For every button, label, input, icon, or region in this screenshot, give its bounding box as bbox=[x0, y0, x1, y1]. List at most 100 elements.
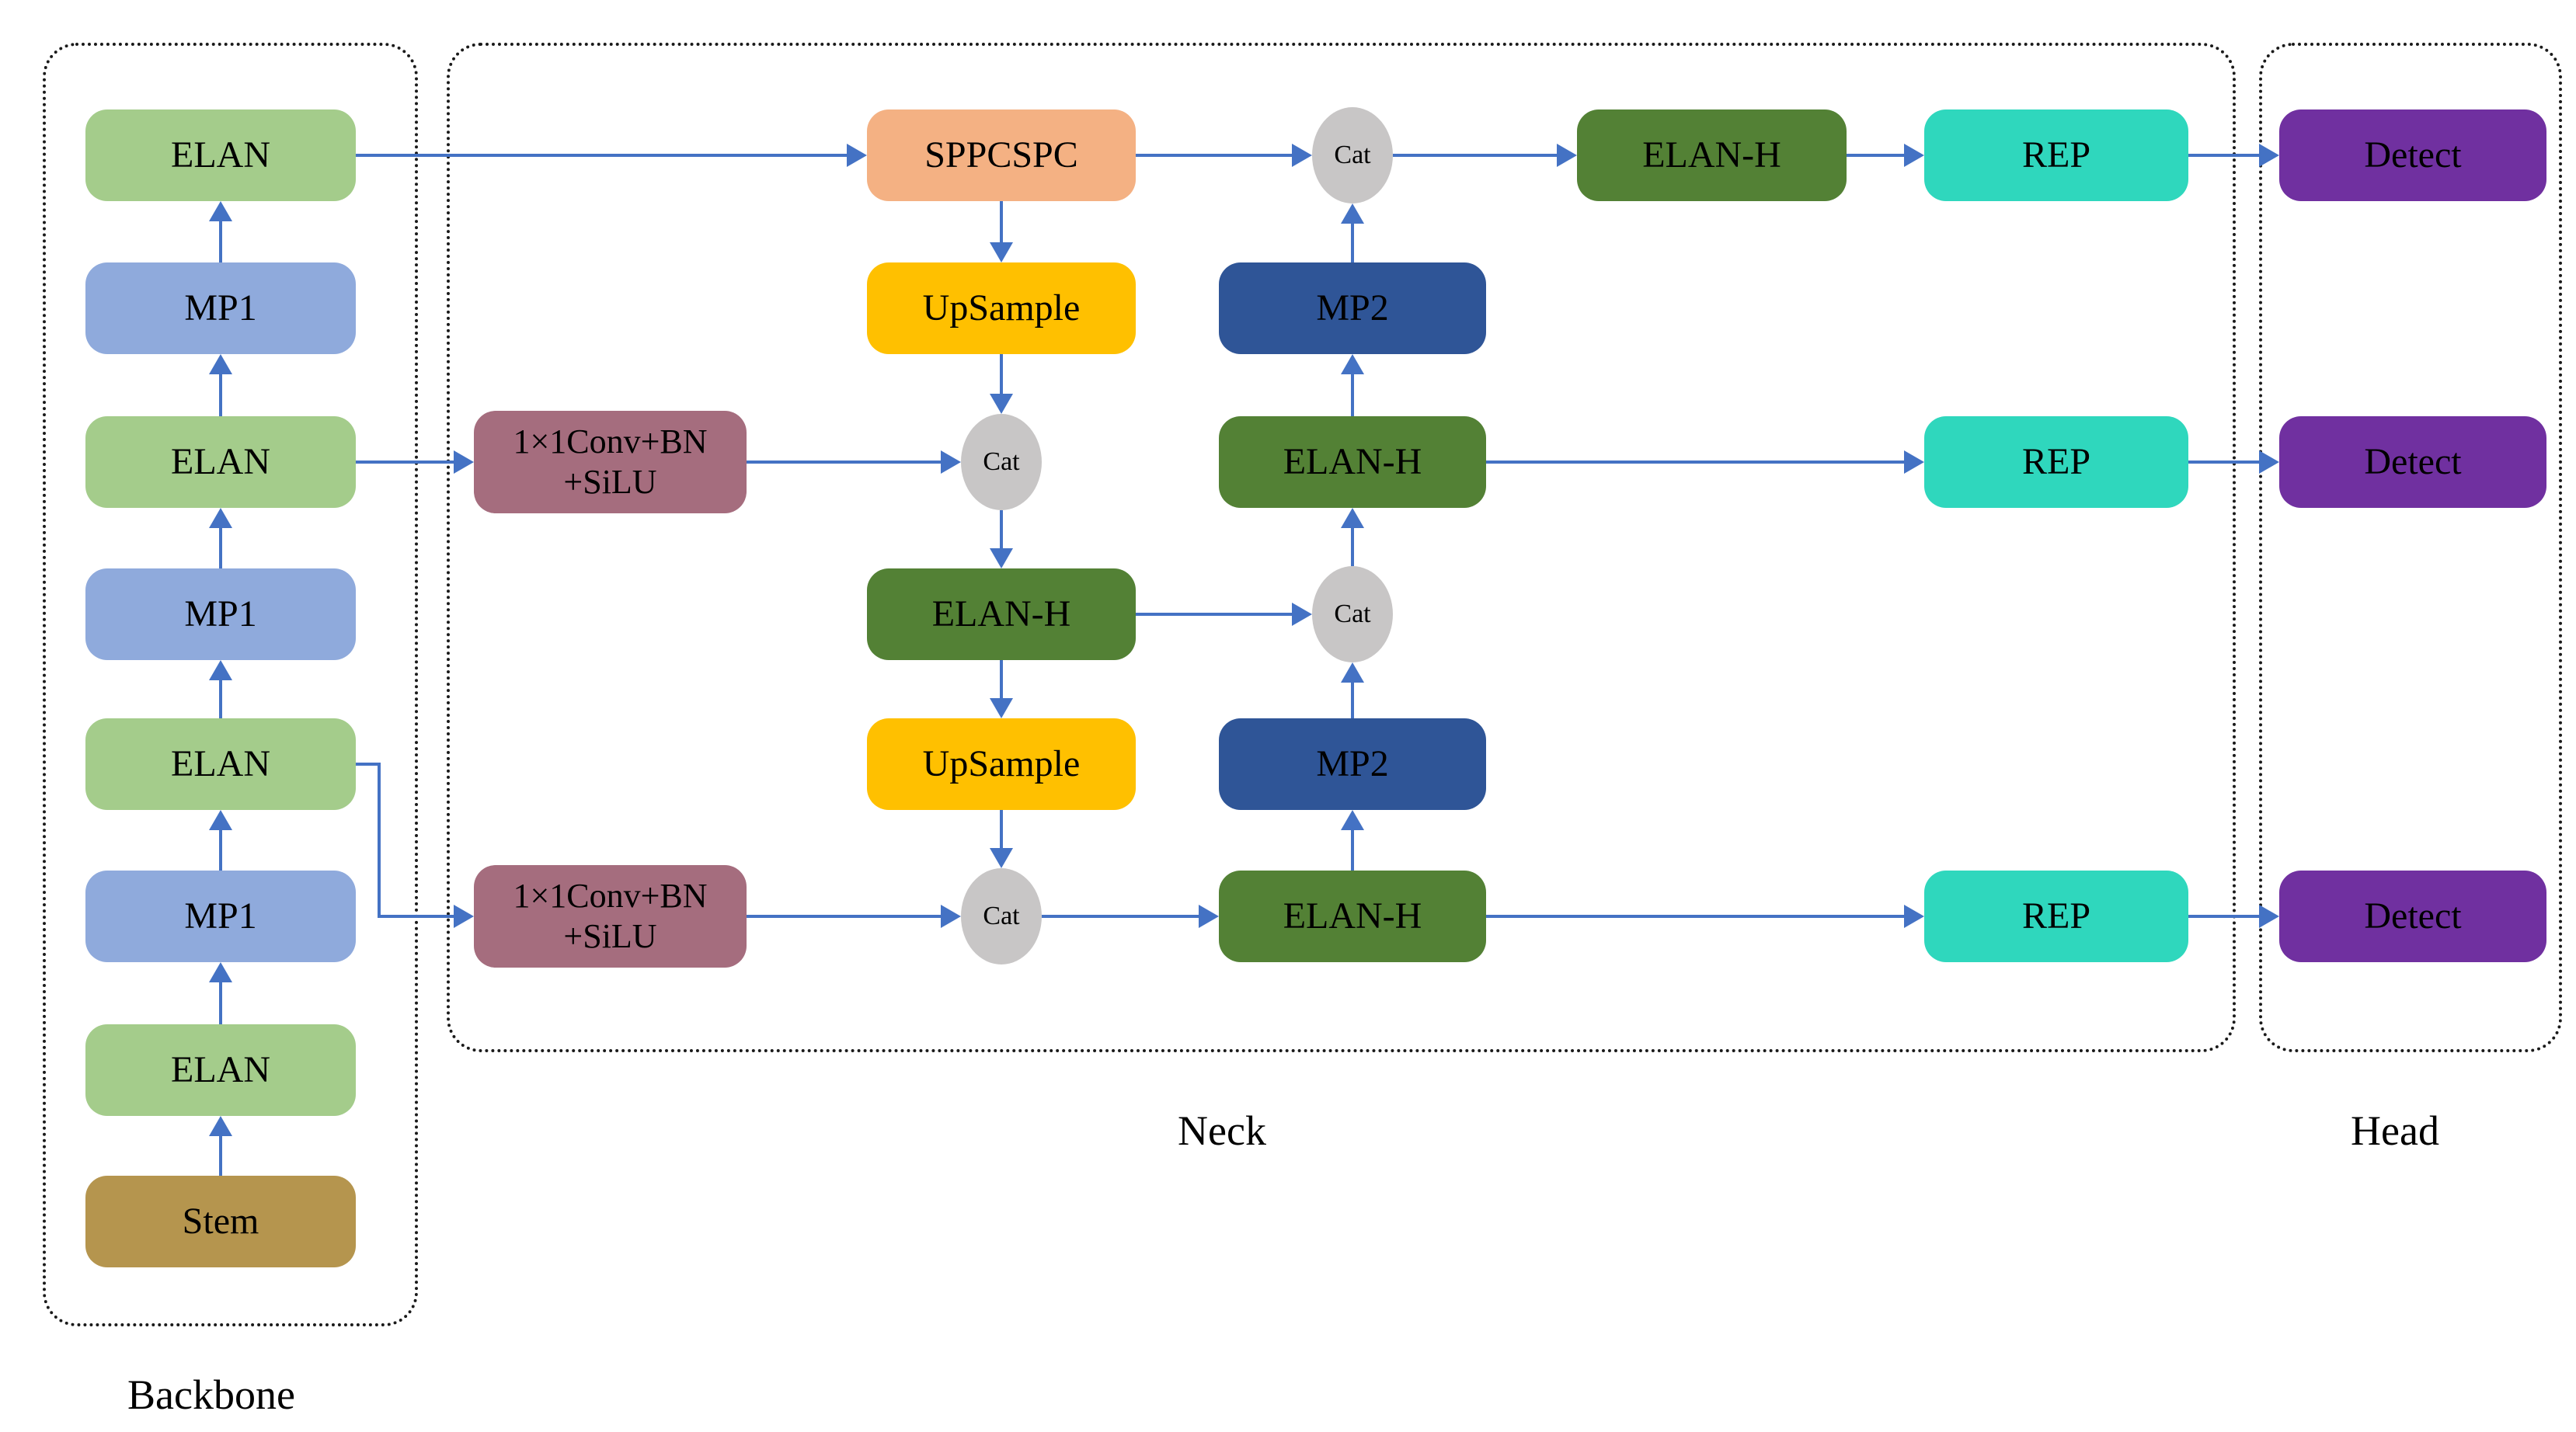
arrow-elanhrow2-mp2top-line bbox=[1351, 374, 1354, 416]
arrow-sppcspc-upsample1-head bbox=[990, 242, 1013, 262]
node-upsample-1: UpSample bbox=[867, 262, 1136, 354]
arrow-elanhrow2-mp2top-head bbox=[1341, 354, 1364, 374]
head-section-label: Head bbox=[2351, 1107, 2439, 1154]
arrow-elan3-conv2-seg1 bbox=[356, 763, 381, 766]
head-section-frame bbox=[2259, 43, 2562, 1052]
arrow-elanhtop-rep1-head bbox=[1904, 144, 1924, 167]
arrow-elanhrow2-rep2-line bbox=[1486, 461, 1904, 464]
neck-section-label: Neck bbox=[1178, 1107, 1266, 1154]
arrow-elan3-conv2-seg3 bbox=[378, 915, 454, 918]
arrow-elanhtop-rep1-line bbox=[1847, 154, 1904, 157]
node-sppcspc: SPPCSPC bbox=[867, 109, 1136, 201]
node-rep-3: REP bbox=[1924, 871, 2188, 962]
arrow-elan1-sppcspc-head bbox=[847, 144, 867, 167]
arrow-mp1c-elan3-line bbox=[219, 830, 222, 871]
arrow-rep1-detect1-head bbox=[2259, 144, 2279, 167]
arrow-stem-elan4-line bbox=[219, 1136, 222, 1176]
arrow-rep3-detect3-head bbox=[2259, 905, 2279, 928]
node-elanh-bottom: ELAN-H bbox=[1219, 871, 1486, 962]
node-mp1-c: MP1 bbox=[85, 871, 356, 962]
arrow-elan4-mp1c-head bbox=[209, 962, 232, 982]
arrow-mp2top-cattop-line bbox=[1351, 224, 1354, 262]
arrow-elan3-mp1b-head bbox=[209, 660, 232, 680]
arrow-rep2-detect2-line bbox=[2188, 461, 2259, 464]
arrow-elanhrow2-rep2-head bbox=[1904, 450, 1924, 474]
arrow-catbottom-elanhbottom-head bbox=[1199, 905, 1219, 928]
arrow-cattop-elanhtop-line bbox=[1393, 154, 1557, 157]
arrow-cattop-elanhtop-head bbox=[1557, 144, 1577, 167]
arrow-elan2-conv1-head bbox=[454, 450, 474, 474]
neck-section-frame bbox=[447, 43, 2236, 1052]
backbone-section-label: Backbone bbox=[127, 1371, 295, 1418]
backbone-section-frame bbox=[43, 43, 418, 1326]
arrow-upsample2-catbottom-head bbox=[990, 848, 1013, 868]
arrow-conv2-catbottom-head bbox=[941, 905, 961, 928]
node-mp2-bottom: MP2 bbox=[1219, 718, 1486, 810]
arrow-elan2-mp1a-line bbox=[219, 374, 222, 416]
arrow-elanhmid-catright-line bbox=[1136, 613, 1293, 616]
arrow-conv1-catmid-head bbox=[941, 450, 961, 474]
node-mp1-b: MP1 bbox=[85, 568, 356, 660]
arrow-rep2-detect2-head bbox=[2259, 450, 2279, 474]
arrow-mp2top-cattop-head bbox=[1341, 203, 1364, 224]
node-elan-4: ELAN bbox=[85, 1024, 356, 1116]
node-cat-bottom: Cat bbox=[961, 868, 1042, 965]
arrow-elan2-conv1-line bbox=[356, 461, 454, 464]
node-elanh-row2: ELAN-H bbox=[1219, 416, 1486, 508]
arrow-upsample1-catmid-line bbox=[1000, 354, 1003, 395]
arrow-mp1b-elan2-line bbox=[219, 528, 222, 568]
node-detect-2: Detect bbox=[2279, 416, 2546, 508]
arrow-elanhbottom-mp2bottom-line bbox=[1351, 830, 1354, 871]
arrow-stem-elan4-head bbox=[209, 1116, 232, 1136]
arrow-elan2-mp1a-head bbox=[209, 354, 232, 374]
node-stem: Stem bbox=[85, 1176, 356, 1267]
arrow-elan1-sppcspc-line bbox=[356, 154, 847, 157]
node-detect-1: Detect bbox=[2279, 109, 2546, 201]
arrow-elan3-conv2-head bbox=[454, 905, 474, 928]
arrow-catright-elanhrow2-line bbox=[1351, 528, 1354, 566]
node-rep-2: REP bbox=[1924, 416, 2188, 508]
arrow-upsample2-catbottom-line bbox=[1000, 810, 1003, 850]
arrow-mp1b-elan2-head bbox=[209, 508, 232, 528]
node-conv-bn-silu-2: 1×1Conv+BN +SiLU bbox=[474, 865, 747, 968]
arrow-elanhbottom-rep3-head bbox=[1904, 905, 1924, 928]
node-cat-right: Cat bbox=[1312, 566, 1393, 662]
node-mp2-top: MP2 bbox=[1219, 262, 1486, 354]
node-elanh-top: ELAN-H bbox=[1577, 109, 1847, 201]
arrow-elan3-mp1b-line bbox=[219, 680, 222, 718]
node-elan-2: ELAN bbox=[85, 416, 356, 508]
arrow-conv1-catmid-line bbox=[747, 461, 941, 464]
node-upsample-2: UpSample bbox=[867, 718, 1136, 810]
arrow-conv2-catbottom-line bbox=[747, 915, 941, 918]
arrow-mp1a-elan1-head bbox=[209, 201, 232, 221]
node-elan-3: ELAN bbox=[85, 718, 356, 810]
arrow-upsample1-catmid-head bbox=[990, 394, 1013, 414]
node-mp1-a: MP1 bbox=[85, 262, 356, 354]
arrow-elan4-mp1c-line bbox=[219, 982, 222, 1024]
arrow-mp2bottom-catright-head bbox=[1341, 662, 1364, 683]
node-detect-3: Detect bbox=[2279, 871, 2546, 962]
arrow-elanhmid-upsample2-head bbox=[990, 698, 1013, 718]
arrow-sppcspc-upsample1-line bbox=[1000, 201, 1003, 244]
node-cat-mid: Cat bbox=[961, 414, 1042, 510]
arrow-mp2bottom-catright-line bbox=[1351, 683, 1354, 718]
arrow-rep3-detect3-line bbox=[2188, 915, 2259, 918]
node-elanh-mid: ELAN-H bbox=[867, 568, 1136, 660]
arrow-elan3-conv2-seg2 bbox=[378, 763, 381, 918]
arrow-elanhbottom-mp2bottom-head bbox=[1341, 810, 1364, 830]
arrow-catmid-elanhmid-head bbox=[990, 548, 1013, 568]
arrow-elanhmid-catright-head bbox=[1292, 603, 1312, 626]
arrow-mp1c-elan3-head bbox=[209, 810, 232, 830]
arrow-sppcspc-cattop-head bbox=[1292, 144, 1312, 167]
node-cat-top: Cat bbox=[1312, 107, 1393, 203]
arrow-catright-elanhrow2-head bbox=[1341, 508, 1364, 528]
node-rep-1: REP bbox=[1924, 109, 2188, 201]
node-elan-1: ELAN bbox=[85, 109, 356, 201]
arrow-catmid-elanhmid-line bbox=[1000, 510, 1003, 550]
arrow-catbottom-elanhbottom-line bbox=[1042, 915, 1199, 918]
arrow-elanhmid-upsample2-line bbox=[1000, 660, 1003, 700]
arrow-elanhbottom-rep3-line bbox=[1486, 915, 1904, 918]
arrow-mp1a-elan1-line bbox=[219, 221, 222, 262]
node-conv-bn-silu-1: 1×1Conv+BN +SiLU bbox=[474, 411, 747, 513]
